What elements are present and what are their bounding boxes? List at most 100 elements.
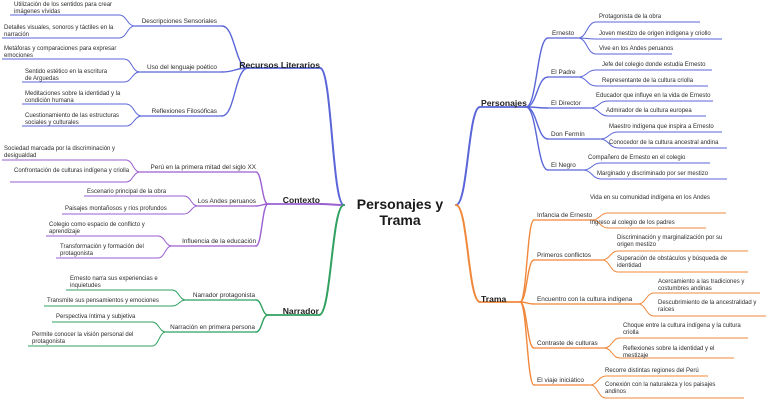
connector-trama-group-4 xyxy=(519,301,535,386)
connector-personajes-group-0 xyxy=(525,37,549,108)
personajes-ernesto-item-2: Joven mestizo de origen indígena y criol… xyxy=(599,31,711,37)
connector-narrador-group-1 xyxy=(255,314,269,333)
trama-encuentro-item-1: Acercamiento a las tradiciones y costumb… xyxy=(658,279,745,292)
personajes-director-item-1: Educador que influye en la vida de Ernes… xyxy=(596,93,711,99)
branch-trama[interactable]: Trama xyxy=(481,294,507,304)
personajes-ernesto-item-3: Vive en los Andes peruanos xyxy=(599,46,674,52)
connector-contexto-item-1-0 xyxy=(183,195,199,207)
connector-main-contexto xyxy=(319,203,345,206)
connector-narrador-item-0-1 xyxy=(171,299,187,307)
connector-personajes-item-2-1 xyxy=(589,107,609,117)
connector-personajes-item-0-2 xyxy=(577,37,597,55)
trama-encuentro-item-2: Descubrimiento de la ancestralidad y raí… xyxy=(658,300,757,313)
trama-infancia[interactable]: Infancia de Ernesto xyxy=(537,212,593,219)
contexto-educacion-item-1: Colegio como espacio de conflicto y apre… xyxy=(49,222,145,235)
personajes-director[interactable]: El Director xyxy=(551,100,581,107)
connector-personajes-item-2-0 xyxy=(589,100,609,109)
narrador-primera-persona[interactable]: Narración en primera persona xyxy=(170,324,255,331)
connector-personajes-item-0-0 xyxy=(577,21,597,39)
recursos-sensoriales[interactable]: Descripciones Sensoriales xyxy=(141,18,217,25)
connector-personajes-group-4 xyxy=(525,106,549,171)
contexto-andes-item-2: Paisajes montañosos y ríos profundos xyxy=(65,206,167,212)
connector-personajes-group-1 xyxy=(525,76,549,108)
connector-narrador-item-1-0 xyxy=(151,321,167,333)
narrador-primera-persona-item-1: Perspectiva íntima y subjetiva xyxy=(56,314,136,320)
recursos-filosoficas-item-1: Meditaciones sobre la identidad y la con… xyxy=(25,91,121,104)
personajes-fermin-item-2: Conocedor de la cultura ancestral andina xyxy=(609,140,719,146)
personajes-padre-item-2: Representante de la cultura criolla xyxy=(602,78,694,84)
connector-contexto-group-0 xyxy=(255,171,269,205)
connector-main-personajes xyxy=(455,106,481,206)
recursos-lenguaje-item-2: Sentido estético en la escritura de Argu… xyxy=(25,69,108,82)
branch-contexto[interactable]: Contexto xyxy=(282,195,320,205)
connector-contexto-item-0-1 xyxy=(125,171,141,183)
personajes-negro[interactable]: El Negro xyxy=(551,162,576,169)
connector-trama-item-2-1 xyxy=(637,303,655,317)
trama-conflictos-item-2: Superación de obstáculos y búsqueda de i… xyxy=(617,256,728,269)
personajes-padre[interactable]: El Padre xyxy=(551,69,576,76)
branch-personajes[interactable]: Personajes xyxy=(481,98,527,108)
trama-conflictos[interactable]: Primeros conflictos xyxy=(537,252,591,259)
central-topic-line2: Trama xyxy=(379,212,421,228)
contexto-educacion[interactable]: Influencia de la educación xyxy=(182,238,256,245)
narrador-protagonista-item-2: Transmite sus pensamientos y emociones xyxy=(47,298,159,304)
contexto-peru-item-2: Confrontación de culturas indígena y cri… xyxy=(14,168,130,174)
trama-infancia-item-2: Ingreso al colegio de los padres xyxy=(590,220,675,226)
personajes-fermin-item-1: Maestro indígena que inspira a Ernesto xyxy=(609,124,714,130)
connector-recursos-item-1-1 xyxy=(123,71,141,83)
connector-trama-item-4-1 xyxy=(589,384,607,399)
connector-personajes-item-4-0 xyxy=(582,162,602,171)
connector-contexto-item-0-0 xyxy=(125,159,141,173)
connector-trama-item-0-1 xyxy=(591,219,609,229)
connector-narrador-item-0-0 xyxy=(171,289,187,301)
connector-trama-item-4-0 xyxy=(589,375,607,386)
connector-personajes-item-1-1 xyxy=(577,76,597,87)
contexto-peru-item-1: Sociedad marcada por la discriminación y… xyxy=(4,146,116,159)
branch-recursos[interactable]: Recursos Literarios xyxy=(239,60,320,70)
branch-narrador[interactable]: Narrador xyxy=(282,306,319,316)
personajes-negro-item-1: Compañero de Ernesto en el colegio xyxy=(588,155,686,161)
connector-trama-item-0-0 xyxy=(591,212,609,221)
connector-recursos-item-0-1 xyxy=(118,25,136,39)
trama-contraste-item-1: Choque entre la cultura indígena y la cu… xyxy=(623,323,741,336)
trama-viaje-item-2: Conexión con la naturaleza y los paisaje… xyxy=(605,382,716,395)
connector-contexto-item-1-1 xyxy=(183,205,199,215)
trama-contraste-item-2: Reflexiones sobre la identidad y el mest… xyxy=(623,346,715,359)
contexto-andes-item-1: Escenario principal de la obra xyxy=(87,189,167,195)
connector-personajes-item-3-0 xyxy=(599,131,619,140)
personajes-ernesto-item-1: Protagonista de la obra xyxy=(599,14,662,20)
central-topic[interactable]: Personajes y Trama xyxy=(344,196,456,228)
narrador-primera-persona-item-2: Permite conocer la visión personal del p… xyxy=(32,332,134,345)
trama-viaje[interactable]: El viaje iniciático xyxy=(537,377,584,384)
connector-main-narrador xyxy=(318,204,345,316)
personajes-fermin[interactable]: Don Fermín xyxy=(551,131,585,138)
connector-trama-item-3-1 xyxy=(603,347,621,359)
connector-contexto-item-2-0 xyxy=(157,235,173,247)
connector-trama-item-3-0 xyxy=(603,337,621,349)
connector-recursos-group-2 xyxy=(221,67,249,117)
trama-infancia-item-1: Vida en su comunidad indígena en los And… xyxy=(590,195,710,201)
central-topic-line1: Personajes y xyxy=(356,196,444,212)
contexto-peru[interactable]: Perú en la primera mitad del siglo XX xyxy=(150,164,257,171)
connector-contexto-item-2-1 xyxy=(157,245,173,259)
recursos-lenguaje[interactable]: Uso del lenguaje poético xyxy=(147,64,217,71)
narrador-protagonista[interactable]: Narrador protagonista xyxy=(192,292,255,299)
connector-main-recursos xyxy=(319,67,345,206)
personajes-director-item-2: Admirador de la cultura europea xyxy=(606,108,692,114)
trama-contraste[interactable]: Contraste de culturas xyxy=(537,340,598,347)
recursos-filosoficas[interactable]: Reflexiones Filosóficas xyxy=(151,108,217,115)
personajes-padre-item-1: Jefe del colegio donde estudia Ernesto xyxy=(602,62,706,68)
connector-narrador-item-1-1 xyxy=(151,331,167,347)
connector-recursos-item-1-0 xyxy=(123,58,141,73)
connector-main-trama xyxy=(455,204,481,303)
contexto-educacion-item-2: Transformación y formación del protagoni… xyxy=(60,244,144,257)
contexto-andes[interactable]: Los Andes peruanos xyxy=(197,198,256,205)
personajes-ernesto[interactable]: Ernesto xyxy=(552,30,575,37)
trama-encuentro[interactable]: Encuentro con la cultura indígena xyxy=(537,296,633,303)
recursos-lenguaje-item-1: Metáforas y comparaciones para expresar … xyxy=(4,46,117,59)
connector-trama-group-1 xyxy=(519,259,535,303)
recursos-filosoficas-item-2: Cuestionamiento de las estructuras socia… xyxy=(25,113,120,126)
connector-personajes-item-4-1 xyxy=(582,169,602,180)
connector-personajes-item-1-0 xyxy=(577,69,597,78)
